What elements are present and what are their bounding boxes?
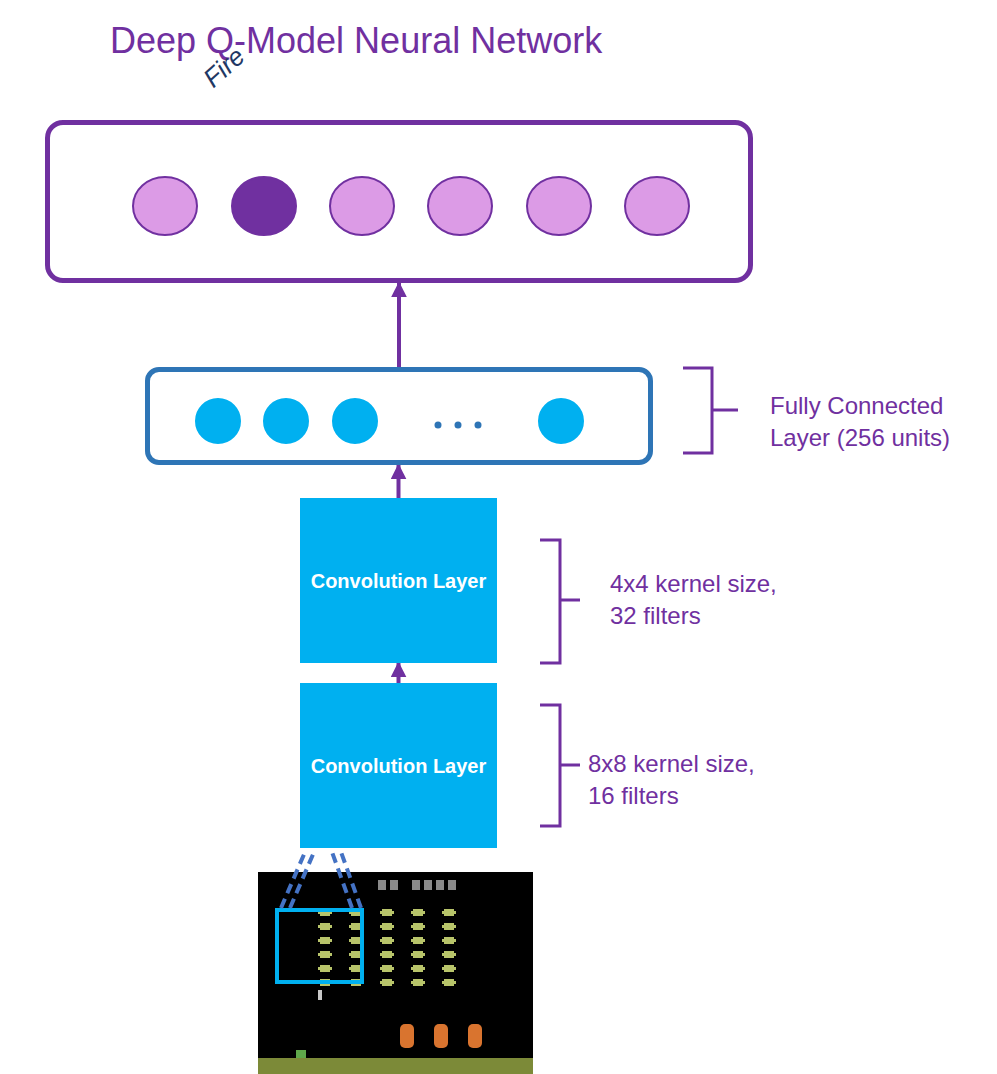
convolution-layer: Convolution Layer — [300, 683, 497, 848]
fully-connected-layer: Fully Connected Layer (256 units) — [145, 367, 653, 465]
connector-arrow — [397, 465, 401, 498]
receptive-field-lines — [281, 852, 361, 908]
connector-arrow — [397, 283, 401, 367]
neuron-row — [50, 125, 748, 278]
output-layer: Fire — [45, 120, 753, 283]
diagram-title: Deep Q-Model Neural Network — [110, 20, 602, 62]
layer-parameters: 8x8 kernel size, 16 filters — [588, 748, 778, 813]
neuron-row — [150, 372, 648, 460]
convolution-layer: Convolution Layer — [300, 498, 497, 663]
connector-arrow — [397, 663, 401, 683]
game-screen — [258, 872, 533, 1074]
layer-parameters: 4x4 kernel size, 32 filters — [610, 568, 790, 633]
layer-name: Convolution Layer — [311, 568, 487, 594]
layer-label: Fully Connected Layer (256 units) — [770, 390, 995, 455]
layer-name: Convolution Layer — [311, 753, 487, 779]
